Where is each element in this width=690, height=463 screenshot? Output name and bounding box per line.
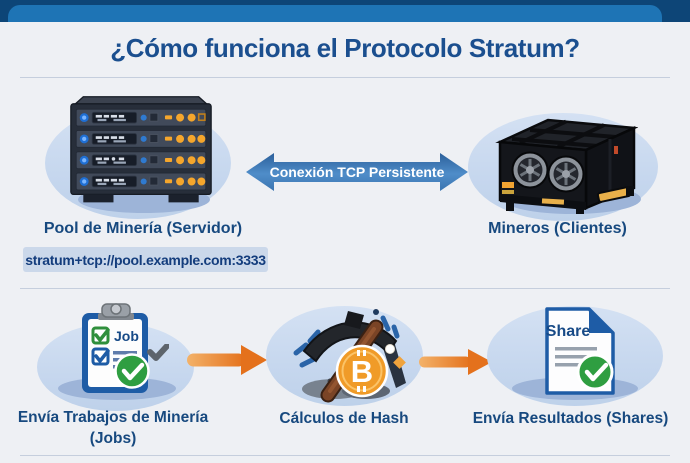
shares-label: Envía Resultados (Shares) (463, 408, 678, 429)
green-check-icon (576, 353, 614, 391)
flow-arrow-1 (187, 345, 267, 375)
hash-label: Cálculos de Hash (259, 408, 429, 429)
hash-label-line1: Cálculos de Hash (279, 410, 409, 427)
shares-label-line1: Envía Resultados (Shares) (472, 410, 669, 427)
small-gray-check-icon (147, 344, 169, 361)
share-badge-text: Share (546, 323, 591, 340)
pickaxe-bitcoin-icon: B (293, 309, 406, 403)
server-label: Pool de Minería (Servidor) (43, 220, 243, 237)
jobs-label-line2: (Jobs) (89, 430, 137, 447)
share-document-icon: Share (545, 307, 615, 395)
job-checkbox-green (91, 326, 110, 345)
title-divider (20, 77, 670, 78)
title-keyword: Stratum (468, 33, 565, 63)
miners-label: Mineros (Clientes) (488, 220, 627, 237)
green-check-icon (114, 353, 150, 389)
stratum-url-text: stratum+tcp://pool.example.com:3333 (25, 251, 266, 268)
stratum-url-chip: stratum+tcp://pool.example.com:3333 (23, 247, 268, 272)
bottom-divider (20, 455, 670, 456)
bitcoin-coin-icon: B (335, 344, 389, 398)
clipboard-job-icon: Job (82, 303, 150, 393)
job-badge-text: Job (114, 328, 139, 344)
top-bar-light (8, 5, 662, 22)
tcp-connection-label: Conexión TCP Persistente (270, 164, 445, 180)
bitcoin-badge-text: B (351, 354, 373, 389)
title-prefix: ¿Cómo funciona el Protocolo (110, 33, 469, 63)
title-suffix: ? (564, 33, 580, 63)
page-title: ¿Cómo funciona el Protocolo Stratum? (0, 33, 690, 64)
mining-rig-icon (495, 118, 638, 214)
server-rack-icon (70, 96, 212, 203)
section-divider (20, 288, 670, 289)
tcp-connection-arrow: Conexión TCP Persistente (246, 153, 468, 191)
jobs-label: Envía Trabajos de Minería (Jobs) (13, 407, 213, 449)
job-checkbox-blue (91, 347, 110, 366)
jobs-label-line1: Envía Trabajos de Minería (17, 409, 209, 426)
spark-lines (293, 315, 400, 368)
flow-arrow-2 (419, 349, 492, 375)
